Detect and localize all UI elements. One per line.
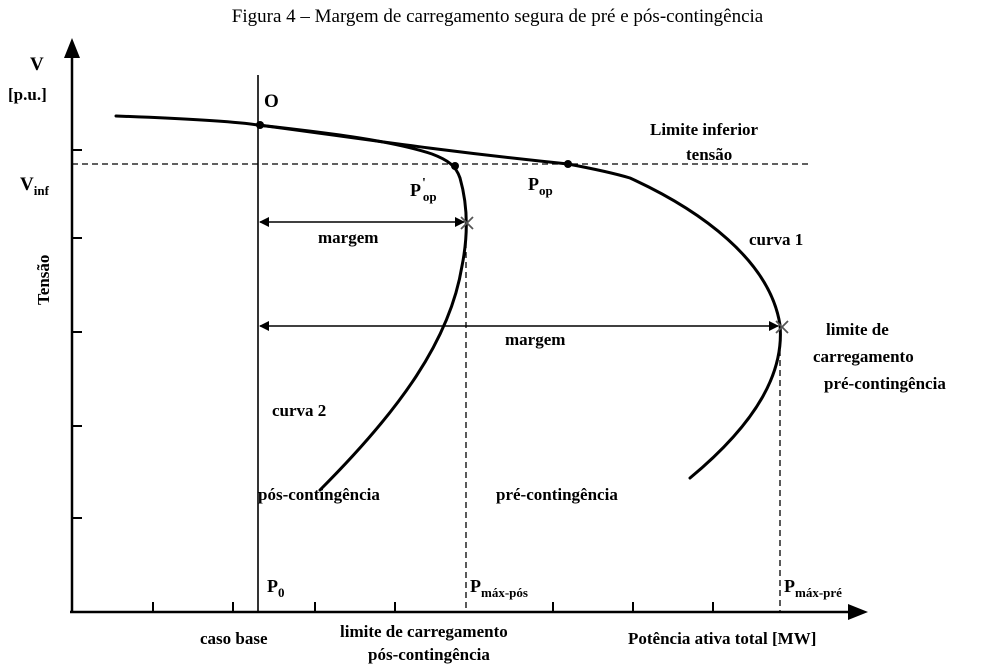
- limit-marker-pre: [775, 320, 789, 334]
- point-p-op: [564, 160, 572, 168]
- figure-caption: Figura 4 – Margem de carregamento segura…: [231, 6, 764, 27]
- curve-2-post-contingency: [256, 123, 468, 492]
- pre-limit-label-3: pré-contingência: [824, 374, 946, 393]
- p-op-label: Pop: [528, 174, 553, 198]
- origin-point-label: O: [264, 91, 279, 112]
- curve-1-pre-contingency: [114, 114, 782, 480]
- post-limit-label-1: limite de carregamento: [340, 622, 508, 641]
- lower-voltage-limit-label-1: Limite inferior: [650, 120, 759, 139]
- p0-label: P0: [267, 576, 285, 600]
- pre-limit-label-2: carregamento: [813, 347, 914, 366]
- x-axis-arrow: [848, 604, 868, 620]
- margin-pre-label: margem: [505, 330, 565, 349]
- x-ticks: [152, 602, 714, 612]
- y-axis-label-v: V: [30, 54, 44, 75]
- base-case-label: caso base: [200, 629, 268, 648]
- p-op-prime-label: P'op: [410, 176, 437, 204]
- y-axis-title: Tensão: [34, 255, 53, 305]
- pre-limit-label-1: limite de: [826, 320, 889, 339]
- y-axis-label-unit: [p.u.]: [8, 85, 47, 104]
- margin-pos-label: margem: [318, 228, 378, 247]
- curve-2-label: curva 2: [272, 401, 326, 420]
- v-inf-label: Vinf: [20, 174, 50, 198]
- pre-contingency-label: pré-contingência: [496, 485, 618, 504]
- pmax-pos-label: Pmáx-pós: [470, 576, 528, 600]
- post-limit-label-2: pós-contingência: [368, 645, 490, 664]
- y-ticks: [72, 149, 82, 519]
- lower-voltage-limit-label-2: tensão: [686, 145, 732, 164]
- point-p-op-prime: [451, 162, 459, 170]
- y-axis-arrow: [64, 38, 80, 58]
- pmax-pre-label: Pmáx-pré: [784, 576, 842, 600]
- point-o: [256, 121, 264, 129]
- curve-1-label: curva 1: [749, 230, 803, 249]
- post-contingency-label: pós-contingência: [258, 485, 380, 504]
- x-axis-title: Potência ativa total [MW]: [628, 629, 816, 648]
